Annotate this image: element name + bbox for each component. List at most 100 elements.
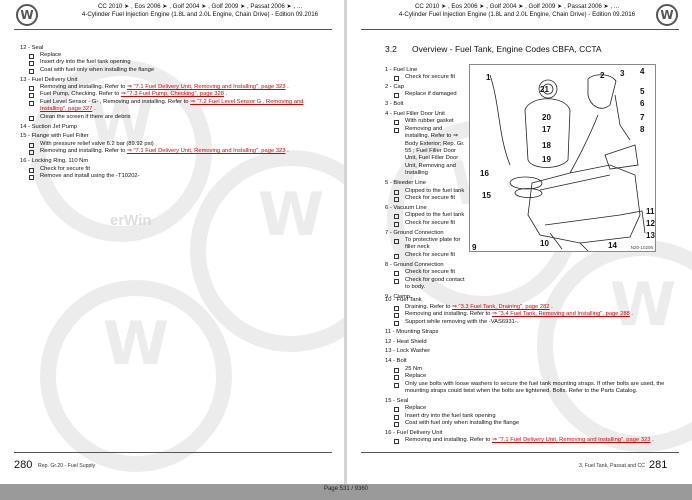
item-title: 7 - Ground Connection xyxy=(385,229,444,236)
page-number: 281 xyxy=(649,459,668,471)
bullet-text: Fuel Pump, Checking. Refer to xyxy=(40,91,121,98)
item-title: 13 - Lock Washer xyxy=(385,348,431,355)
bullet-text: . xyxy=(223,91,228,98)
callout-number: 2 xyxy=(600,71,605,80)
list-item: 13 - Lock Washer xyxy=(385,348,681,355)
bullet-item: Support while removing with the -VAS6931… xyxy=(385,319,681,327)
cross-reference-link[interactable]: ⇒ "7.2 Fuel Level Sensor G , Removing an… xyxy=(40,98,304,113)
bullet-item: Remove and install using the -T10202- xyxy=(20,173,320,181)
bullet-item: Only use bolts with loose washers to sec… xyxy=(385,381,681,396)
page-gutter xyxy=(344,0,347,484)
callout-number: 4 xyxy=(640,67,645,76)
item-title: 2 - Cap xyxy=(385,83,405,90)
bullet-text: . xyxy=(285,148,289,155)
bullet-text: Removing and installing. Refer to xyxy=(40,148,127,155)
header-engine: 4-Cylinder Fuel Injection Engine (1.8L a… xyxy=(81,11,319,19)
item-title: 16 - Locking Ring, 110 Nm xyxy=(20,158,89,165)
header-engine: 4-Cylinder Fuel Injection Engine (1.8L a… xyxy=(398,11,636,19)
item-title: 1 - Fuel Line xyxy=(385,66,418,73)
page-number: 280 xyxy=(14,459,33,471)
callout-number: 13 xyxy=(646,231,655,240)
footer-text: 3. Fuel Tank, Passat and CC xyxy=(579,463,645,469)
callout-number: 15 xyxy=(482,191,491,200)
bullet-text: . xyxy=(92,106,96,113)
cross-reference-link[interactable]: ⇒ "7.3 Fuel Pump, Checking", page 328 xyxy=(120,91,224,98)
list-item: 11 - Mounting Straps xyxy=(385,329,681,336)
section-number: 3.2 xyxy=(385,44,397,54)
cross-reference-link[interactable]: ⇒ "7.1 Fuel Delivery Unit, Removing and … xyxy=(492,437,651,444)
cross-reference-link[interactable]: ⇒ "7.1 Fuel Delivery Unit, Removing and … xyxy=(127,148,286,155)
item-title: 12 - Heat Shield xyxy=(385,338,427,345)
bullet-item: Clean the screen if there are debris xyxy=(20,114,320,122)
bullet-item: Coat with fuel only when installing the … xyxy=(20,67,320,75)
item-title: 16 - Fuel Delivery Unit xyxy=(385,430,443,436)
callout-number: 7 xyxy=(640,113,645,122)
cross-reference-link[interactable]: ⇒ "3.3 Fuel Tank, Draining", page 282 xyxy=(452,303,550,310)
item-title: 6 - Vacuum Line xyxy=(385,204,427,211)
bullet-item: Coat with fuel only when installing the … xyxy=(385,420,681,428)
item-title: 14 - Bolt xyxy=(385,358,407,365)
callout-number: 12 xyxy=(646,219,655,228)
bullet-item: With rubber gasket xyxy=(385,118,465,126)
bullet-item: Removing and installing. Refer to ⇒ "7.1… xyxy=(385,437,681,445)
bullet-text: . xyxy=(650,437,654,444)
callout-number: 8 xyxy=(640,125,645,134)
bullet-item: Clipped to the fuel tank xyxy=(385,188,465,195)
bullet-item: To protective plate for filler neck xyxy=(385,237,465,252)
bullet-item: Replace xyxy=(385,373,681,381)
bullet-item: Insert dry into the fuel tank opening xyxy=(20,59,320,67)
callout-number: 18 xyxy=(542,141,551,150)
cross-reference-link[interactable]: ⇒ "7.1 Fuel Delivery Unit, Removing and … xyxy=(127,84,286,91)
header-rule xyxy=(14,29,332,30)
callout-number: 11 xyxy=(646,207,655,216)
bullet-item: Removing and installing. Refer to ⇒ "7.1… xyxy=(20,148,320,156)
item-title: 15 - Flange with Fuel Filter xyxy=(20,133,89,140)
bullet-item: Draining. Refer to ⇒ "3.3 Fuel Tank, Dra… xyxy=(385,303,681,312)
bullet-item: Fuel Level Sensor - G- , Removing and in… xyxy=(20,99,320,114)
item-title: 13 - Fuel Delivery Unit xyxy=(20,76,78,83)
footer-rule xyxy=(14,452,332,453)
cross-reference-link[interactable]: ⇒ "3.4 Fuel Tank, Removing and Installin… xyxy=(492,311,630,318)
watermark-text: erWin xyxy=(110,212,152,229)
vw-logo-icon xyxy=(16,4,38,26)
section-title: Overview - Fuel Tank, Engine Codes CBFA,… xyxy=(412,44,602,54)
item-title: 3 - Bolt xyxy=(385,101,404,108)
left-page: erWin CC 2010 ➤ , Eos 2006 ➤ , Golf 2004… xyxy=(0,0,344,484)
bullet-item: Insert dry into the fuel tank opening xyxy=(385,413,681,421)
callout-number: 10 xyxy=(540,239,549,248)
header-models: CC 2010 ➤ , Eos 2006 ➤ , Golf 2004 ➤ , G… xyxy=(97,3,303,10)
callout-number: 14 xyxy=(608,241,617,250)
bullet-item: Replace if damaged xyxy=(385,91,465,99)
bullet-text: Fuel Level Sensor - G- , Removing and in… xyxy=(40,98,191,105)
bullet-item: Check for secure fit xyxy=(385,195,465,203)
page-counter: Page 531 / 9360 xyxy=(323,486,369,492)
bullet-text: Removing and installing. Refer to xyxy=(405,311,492,318)
callout-number: 6 xyxy=(640,99,645,108)
item-title: 14 - Suction Jet Pump xyxy=(20,123,78,130)
bullet-item: Check for secure fit xyxy=(385,220,465,228)
watermark-logo xyxy=(40,280,232,472)
bullet-text: . xyxy=(629,311,634,318)
callout-number: 16 xyxy=(480,169,489,178)
bullet-item: Removing and installing. Refer to ⇒ "7.1… xyxy=(20,84,320,92)
bullet-item: 25 Nm xyxy=(385,366,681,374)
footer-rule xyxy=(361,452,679,453)
item-title: 12 - Seal xyxy=(20,44,44,51)
footer-text: Rep. Gr.20 - Fuel Supply xyxy=(38,463,96,469)
bullet-text: Removing and installing. Refer to xyxy=(40,84,127,91)
